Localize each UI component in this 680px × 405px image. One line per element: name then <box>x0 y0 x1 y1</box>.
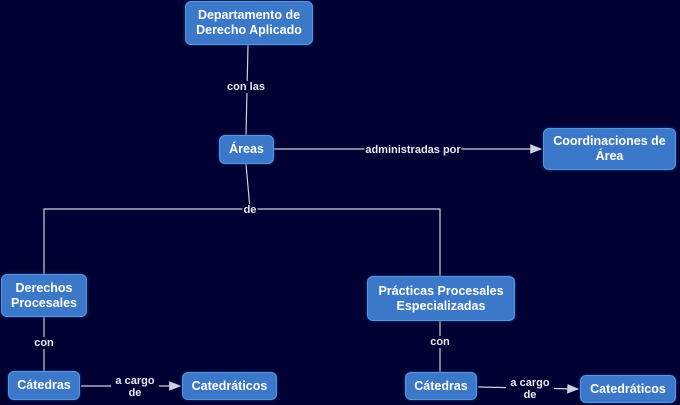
node-label: Departamento de Derecho Aplicado <box>196 8 302 37</box>
line-de-branches <box>43 208 441 276</box>
line-areas-de <box>245 163 251 210</box>
link-label-con-las: con las <box>226 81 266 93</box>
node-coordinaciones[interactable]: Coordinaciones de Área <box>543 128 676 170</box>
node-label: Áreas <box>229 142 264 156</box>
node-label: Catedráticos <box>191 378 268 393</box>
node-catedraticos-left[interactable]: Catedráticos <box>182 372 277 400</box>
link-label-de: de <box>242 204 258 216</box>
node-label: Coordinaciones de Área <box>553 134 666 163</box>
node-label: Prácticas Procesales Especializadas <box>378 283 504 313</box>
link-label-a-cargo-left: a cargo de <box>111 375 159 399</box>
node-departamento[interactable]: Departamento de Derecho Aplicado <box>185 1 313 45</box>
node-label: Derechos Procesales <box>10 280 78 310</box>
node-label: Cátedras <box>414 378 468 393</box>
link-label-administradas-por: administradas por <box>364 144 462 156</box>
node-areas[interactable]: Áreas <box>219 135 274 164</box>
node-derechos-procesales[interactable]: Derechos Procesales <box>1 274 87 317</box>
node-catedras-left[interactable]: Cátedras <box>8 371 80 400</box>
node-catedras-right[interactable]: Cátedras <box>405 372 477 400</box>
node-label: Cátedras <box>17 378 71 392</box>
node-label: Catedráticos <box>590 381 666 396</box>
link-label-a-cargo-right: a cargo de <box>506 377 554 401</box>
link-label-con-right: con <box>429 336 451 348</box>
link-label-con-left: con <box>33 337 55 349</box>
node-practicas[interactable]: Prácticas Procesales Especializadas <box>367 276 515 321</box>
node-catedraticos-right[interactable]: Catedráticos <box>580 375 676 403</box>
